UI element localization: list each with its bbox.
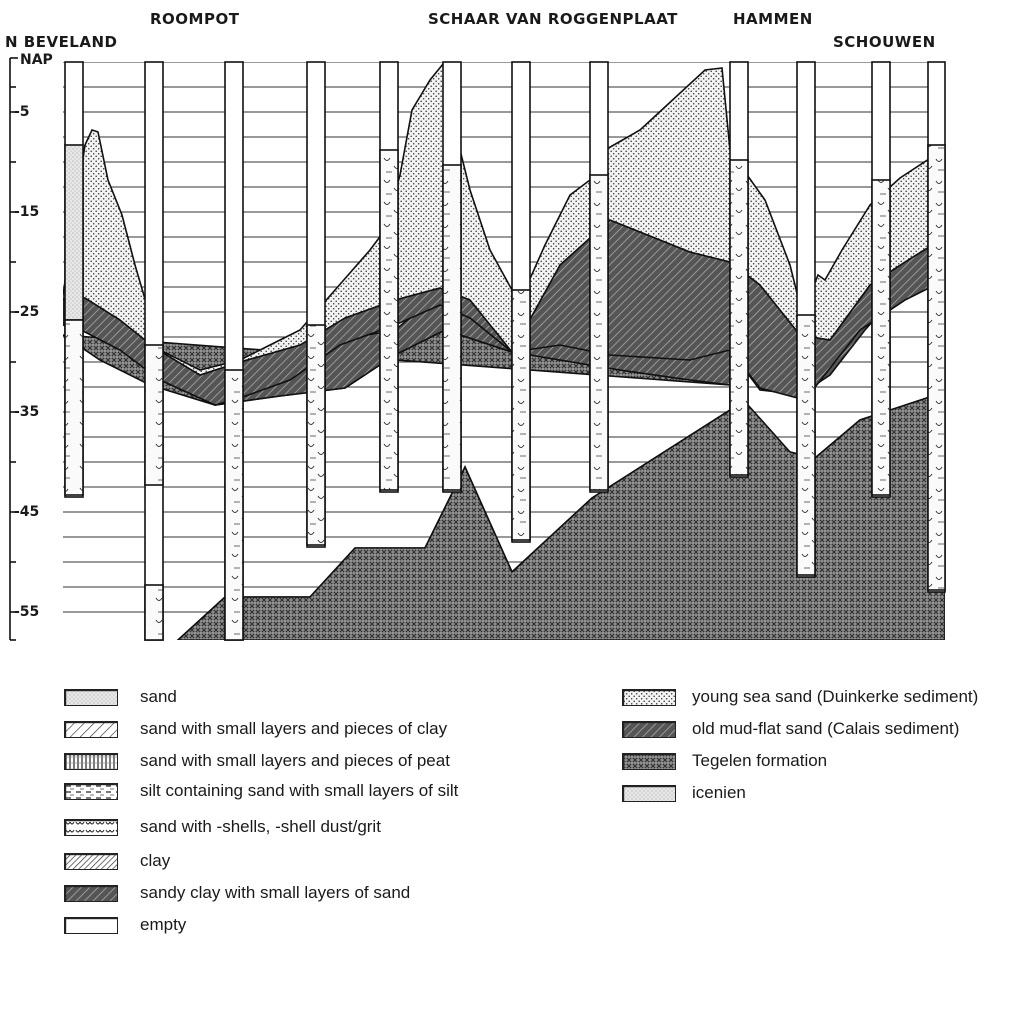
swatch-silt [64, 782, 118, 800]
legend-item-shells: sand with -shells, -shell dust/grit [64, 817, 381, 837]
label-n-beveland: N BEVELAND [5, 33, 118, 51]
legend-label: sandy clay with small layers of sand [140, 883, 411, 902]
swatch-sand [64, 688, 118, 706]
label-hammen: HAMMEN [733, 10, 813, 28]
depth-datum-label: NAP [20, 52, 53, 68]
legend-item-empty: empty [64, 915, 186, 935]
depth-tick-label: -25 [14, 304, 40, 320]
legend-label: silt containing sand with small layers o… [140, 781, 459, 800]
label-schaar-van-roggenplaat: SCHAAR VAN ROGGENPLAAT [428, 10, 678, 28]
swatch-tegelen [622, 752, 676, 770]
swatch-duinkerke [622, 688, 676, 706]
legend-item-sand-peat-layers: sand with small layers and pieces of pea… [64, 751, 450, 771]
legend-item-tegelen: Tegelen formation [622, 751, 827, 771]
label-schouwen: SCHOUWEN [833, 33, 936, 51]
depth-tick-label: -5 [14, 104, 30, 120]
swatch-empty [64, 916, 118, 934]
legend-item-sand: sand [64, 687, 177, 707]
legend-item-silt: silt containing sand with small layers o… [64, 781, 458, 801]
depth-tick-label: -45 [14, 504, 40, 520]
layer-duinkerke [63, 62, 945, 376]
depth-axis [9, 57, 18, 641]
swatch-sand-clay [64, 720, 118, 738]
legend-label: icenien [692, 783, 746, 802]
swatch-sandy-clay [64, 884, 118, 902]
swatch-shells [64, 818, 118, 836]
legend-item-sandy-clay: sandy clay with small layers of sand [64, 883, 410, 903]
legend-label: clay [140, 851, 171, 870]
depth-tick-label: -15 [14, 204, 40, 220]
swatch-icenien [622, 784, 676, 802]
legend-item-calais: old mud-flat sand (Calais sediment) [622, 719, 959, 739]
legend-item-icenien: icenien [622, 783, 746, 803]
legend-item-duinkerke: young sea sand (Duinkerke sediment) [622, 687, 978, 707]
swatch-sand-peat [64, 752, 118, 770]
legend-item-clay: clay [64, 851, 170, 871]
legend-label: Tegelen formation [692, 751, 828, 770]
legend-label: sand with small layers and pieces of cla… [140, 719, 448, 738]
borehole-cores [64, 61, 946, 641]
legend-label: sand with small layers and pieces of pea… [140, 751, 450, 770]
legend-label: empty [140, 915, 187, 934]
legend-label: sand [140, 687, 177, 706]
legend-item-sand-clay-layers: sand with small layers and pieces of cla… [64, 719, 447, 739]
depth-tick-label: -35 [14, 404, 40, 420]
label-roompot: ROOMPOT [150, 10, 240, 28]
geological-cross-section [9, 57, 946, 641]
swatch-calais [622, 720, 676, 738]
legend-label: old mud-flat sand (Calais sediment) [692, 719, 960, 738]
legend-label: young sea sand (Duinkerke sediment) [692, 687, 979, 706]
legend-label: sand with -shells, -shell dust/grit [140, 817, 381, 836]
swatch-clay [64, 852, 118, 870]
depth-tick-label: -55 [14, 604, 40, 620]
